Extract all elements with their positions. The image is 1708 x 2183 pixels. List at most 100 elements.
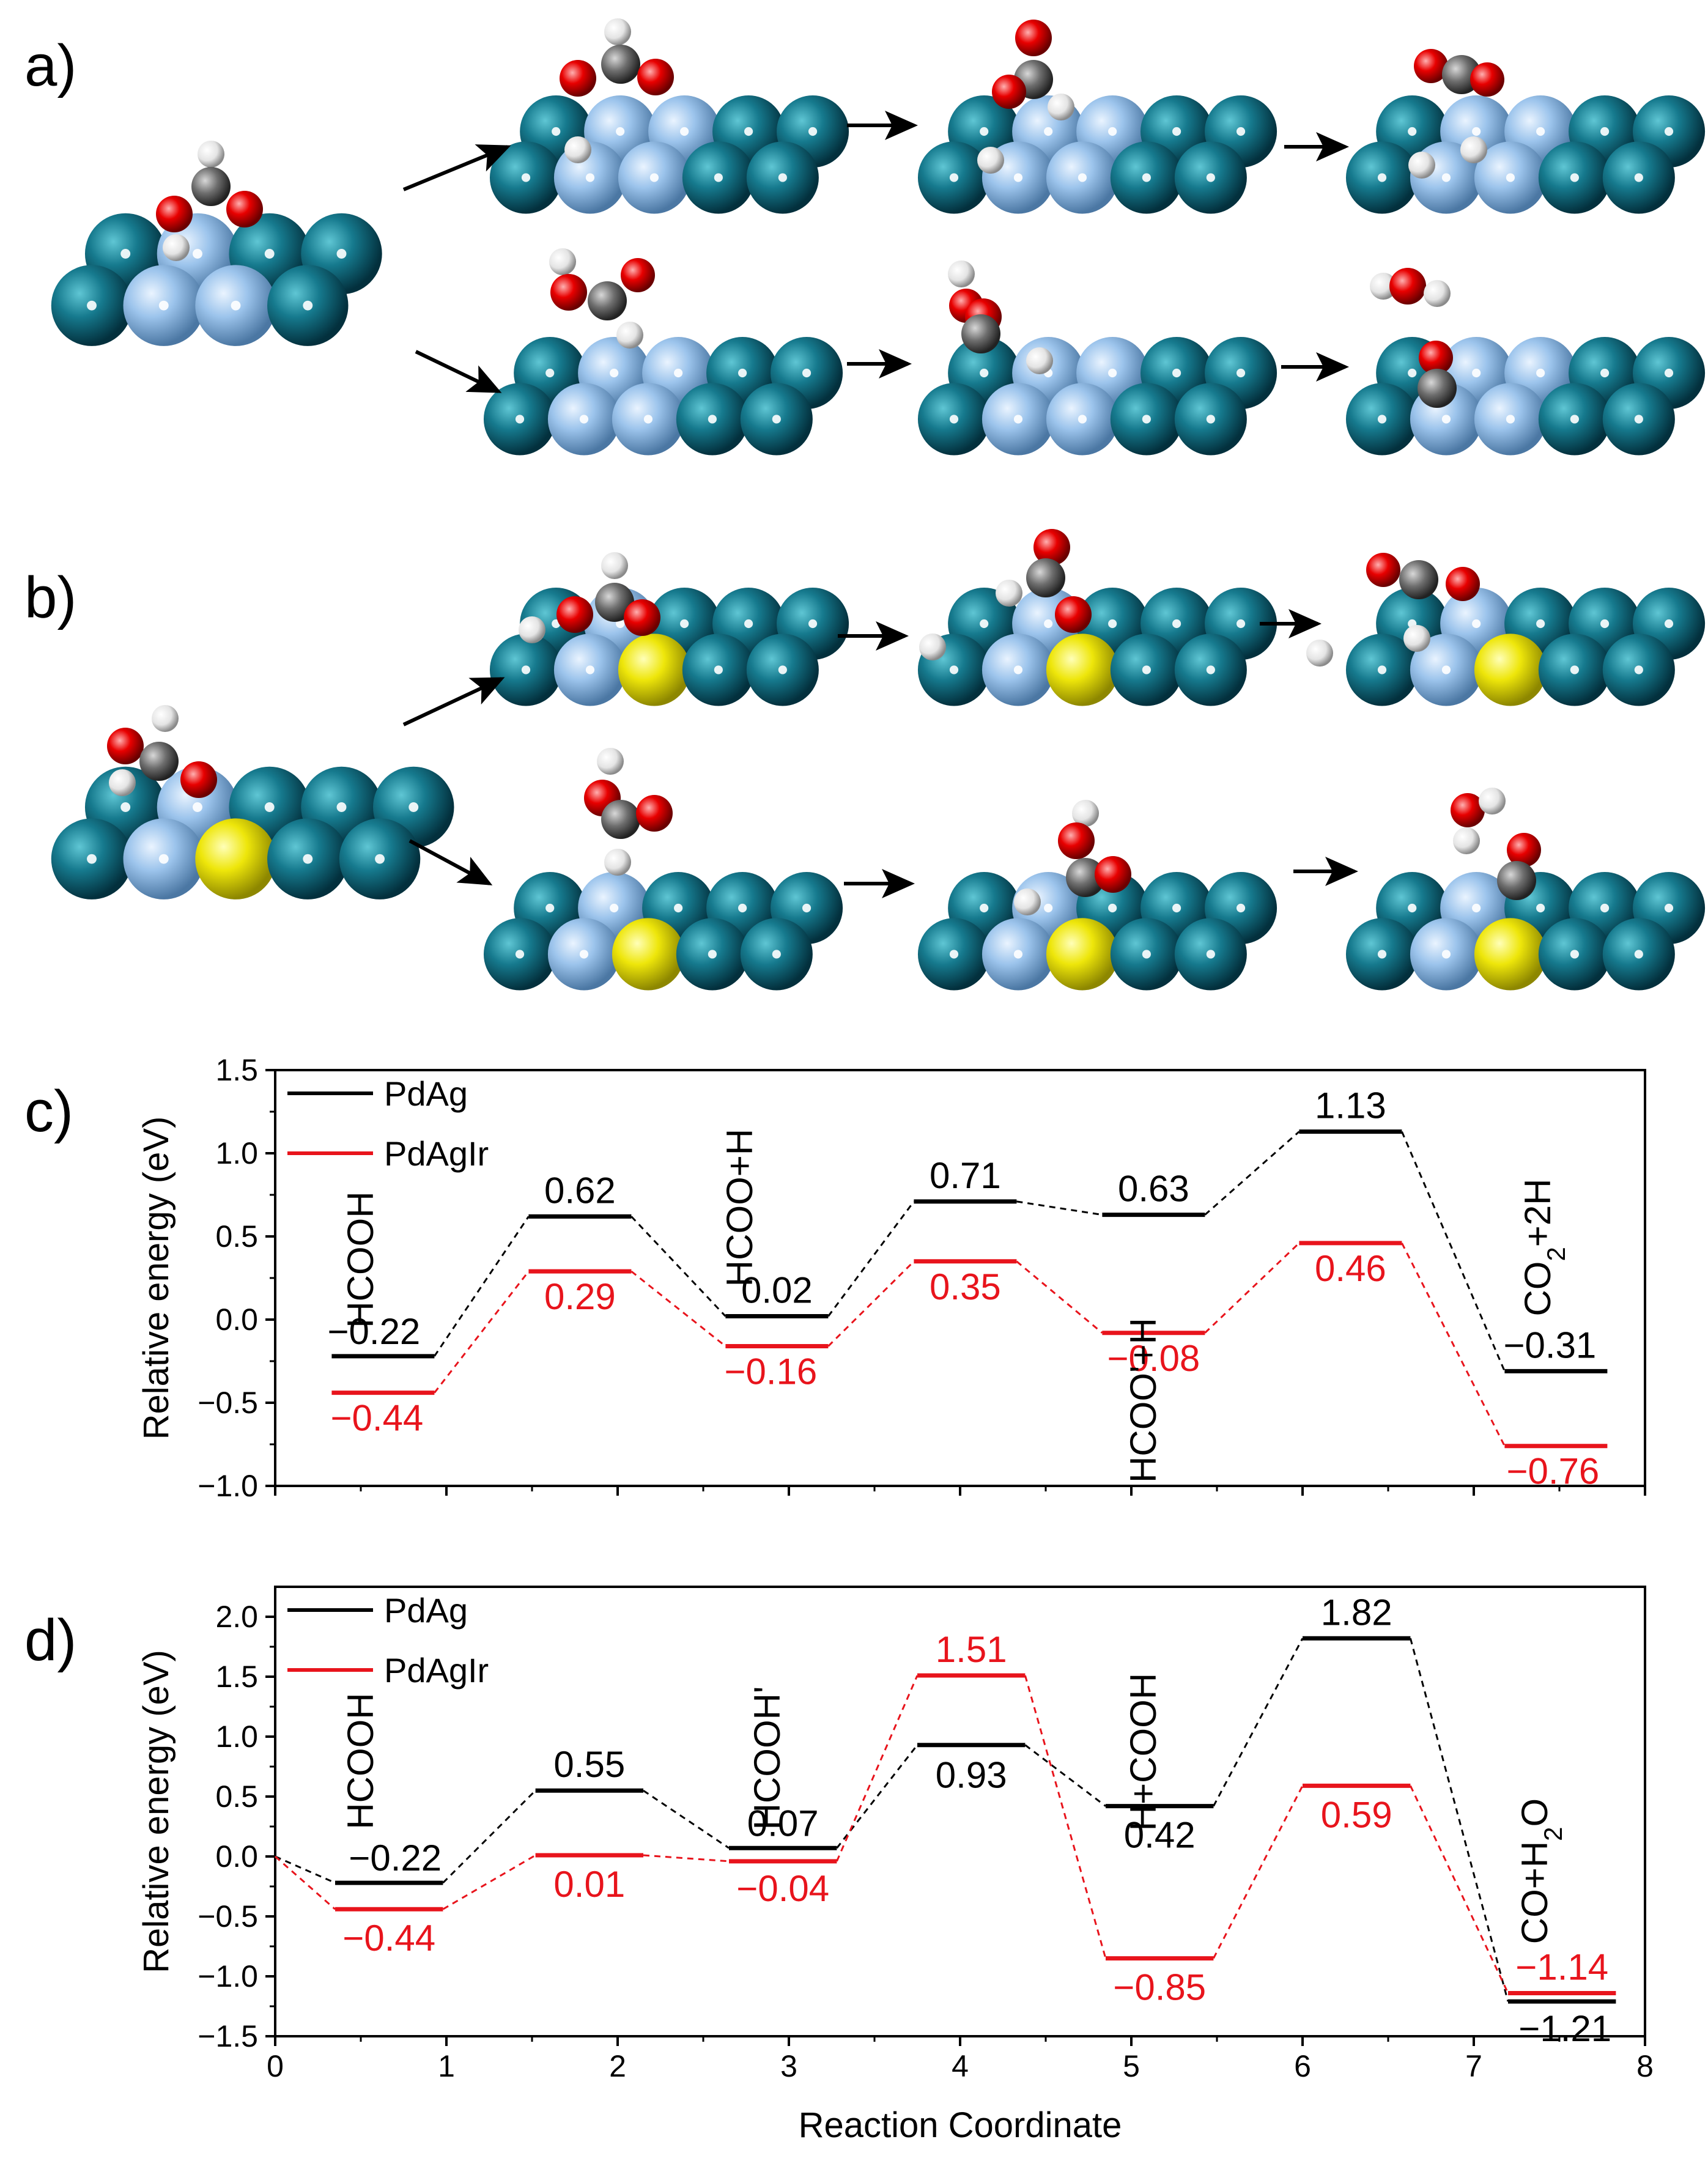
y-tick-label: −1.0 — [198, 1469, 258, 1503]
atom-highlight — [1600, 127, 1610, 136]
o-atom — [1470, 62, 1504, 97]
h-atom — [1479, 788, 1506, 814]
o-atom — [1389, 268, 1426, 305]
reaction-arrow — [402, 144, 511, 191]
atom-highlight — [1236, 619, 1246, 629]
o-atom — [636, 795, 673, 832]
value-label-PdAg: 0.62 — [544, 1170, 616, 1211]
h-atom — [1306, 640, 1333, 667]
atom-highlight — [1377, 415, 1387, 424]
atom-highlight — [1472, 368, 1481, 378]
atom-highlight — [1142, 950, 1151, 959]
h-atom — [616, 322, 643, 349]
struct-a-top-1 — [489, 18, 849, 214]
h-atom — [1453, 827, 1480, 854]
connector-PdAg — [630, 1216, 726, 1317]
c-atom — [1399, 560, 1438, 599]
h-atom — [1014, 888, 1041, 915]
atom-highlight — [1664, 903, 1674, 913]
atom-highlight — [552, 127, 561, 136]
atom-highlight — [1634, 950, 1643, 959]
atom-highlight — [585, 665, 595, 674]
h-atom — [919, 633, 946, 660]
reaction-arrow — [415, 350, 502, 393]
h-atom — [163, 234, 190, 261]
atom-highlight — [585, 173, 595, 182]
atom-highlight — [1206, 665, 1215, 674]
c-atom — [601, 45, 640, 84]
connector-PdAg — [1401, 1131, 1506, 1372]
struct-b-top-1 — [489, 552, 849, 706]
atom-highlight — [87, 854, 97, 864]
atom-highlight — [1108, 368, 1117, 378]
value-label-PdAgIr: −0.85 — [1113, 1967, 1206, 2008]
atom-highlight — [579, 950, 589, 959]
atom-highlight — [1172, 903, 1181, 913]
atom-highlight — [802, 903, 811, 913]
x-tick-label: 3 — [780, 2049, 797, 2083]
value-label-PdAg: −1.21 — [1518, 2008, 1611, 2049]
atom-highlight — [1236, 368, 1246, 378]
struct-a-initial — [51, 141, 382, 346]
h-atom — [1460, 136, 1487, 163]
atom-highlight — [521, 665, 531, 674]
y-axis-title: Relative energy (eV) — [136, 1650, 176, 1973]
y-tick-label: −0.5 — [198, 1899, 258, 1934]
atom-highlight — [231, 300, 241, 311]
connector-PdAg — [1204, 1131, 1300, 1216]
atom-highlight — [714, 173, 723, 182]
legend-label-PdAgIr: PdAgIr — [384, 1134, 489, 1173]
atom-highlight — [708, 415, 717, 424]
value-label-PdAgIr: −0.44 — [342, 1918, 435, 1959]
connector-PdAgIr — [434, 1271, 530, 1394]
h-atom — [604, 18, 631, 45]
y-tick-label: −1.0 — [198, 1959, 258, 1993]
ir-atom — [618, 633, 690, 706]
c-atom — [1026, 558, 1065, 597]
o-atom — [560, 60, 596, 97]
atom-highlight — [1078, 173, 1087, 182]
value-label-PdAgIr: 0.59 — [1321, 1794, 1392, 1835]
c-atom — [961, 314, 1000, 353]
species-label: H+COOH — [1123, 1673, 1164, 1831]
h-atom — [1408, 152, 1435, 179]
atom-highlight — [1044, 127, 1053, 136]
atom-highlight — [610, 903, 619, 913]
atom-highlight — [949, 173, 959, 182]
atomistic-structures — [51, 18, 1706, 991]
c-atom — [601, 800, 640, 839]
atom-highlight — [193, 249, 202, 259]
o-atom — [624, 599, 660, 636]
c-atom — [1497, 861, 1536, 900]
atom-highlight — [778, 665, 787, 674]
h-atom — [152, 705, 179, 732]
h-atom — [1370, 273, 1397, 300]
struct-a-bot-3 — [1345, 268, 1706, 456]
connector-PdAgIr — [827, 1260, 915, 1347]
connector-PdAgIr — [1213, 1785, 1304, 1959]
o-atom — [1366, 553, 1400, 587]
value-label-PdAgIr: −0.04 — [736, 1868, 829, 1909]
o-atom — [1507, 833, 1541, 867]
atom-highlight — [1472, 619, 1481, 629]
ir-atom — [1046, 918, 1118, 991]
atom-highlight — [744, 127, 753, 136]
x-tick-label: 8 — [1636, 2049, 1654, 2083]
atom-highlight — [680, 127, 689, 136]
connector-PdAgIr — [1016, 1260, 1103, 1334]
atom-highlight — [336, 249, 347, 259]
atom-highlight — [1600, 368, 1610, 378]
value-label-PdAg: −0.22 — [349, 1838, 442, 1878]
atom-highlight — [1108, 619, 1117, 629]
atom-highlight — [1664, 368, 1674, 378]
atom-highlight — [1206, 950, 1215, 959]
connector-PdAg — [1409, 1638, 1509, 2002]
o-atom — [226, 191, 263, 227]
x-axis-title: Reaction Coordinate — [799, 2105, 1122, 2145]
y-tick-label: 0.5 — [215, 1219, 258, 1254]
x-tick-label: 0 — [267, 2049, 284, 2083]
h-atom — [996, 580, 1022, 607]
struct-a-bot-2 — [917, 260, 1277, 456]
x-tick-label: 5 — [1123, 2049, 1140, 2083]
connector-PdAg — [643, 1789, 730, 1849]
